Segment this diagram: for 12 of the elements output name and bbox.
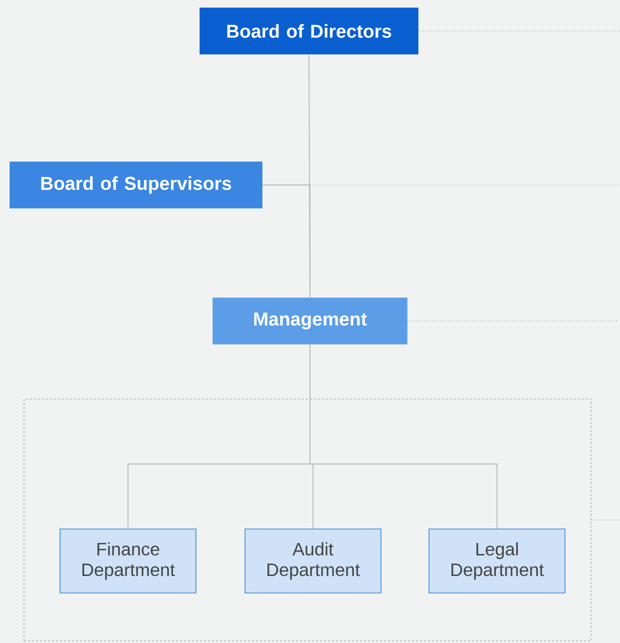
group-frame bbox=[24, 398, 592, 642]
management-box: Management bbox=[212, 298, 408, 344]
department-box: Finance Department bbox=[60, 528, 196, 594]
director-box: Board of Directors bbox=[200, 8, 418, 54]
dotted-line bbox=[407, 320, 620, 322]
supervisor-box: Board of Supervisors bbox=[10, 162, 262, 208]
connector-line bbox=[262, 184, 310, 298]
dotted-line bbox=[308, 184, 620, 186]
department-box: Audit Department bbox=[244, 528, 382, 594]
department-box: Legal Department bbox=[428, 528, 566, 594]
dotted-line bbox=[418, 30, 620, 32]
connector-line bbox=[310, 344, 498, 530]
